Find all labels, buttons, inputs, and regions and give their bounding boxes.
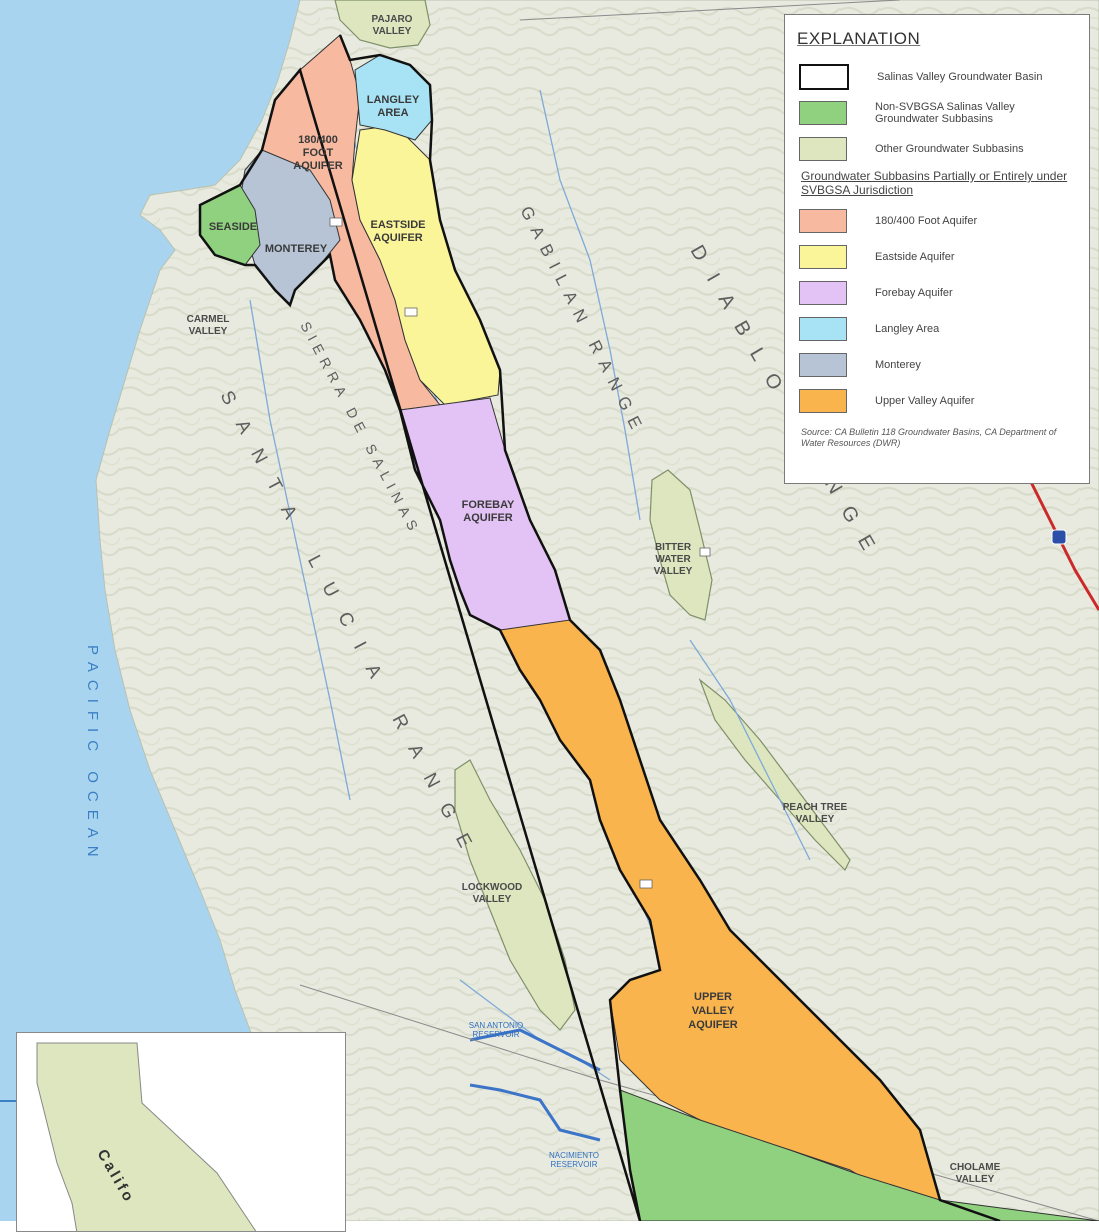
legend-label: Upper Valley Aquifer (875, 395, 975, 407)
lockwood-basin (454, 759, 576, 1031)
label-180-3: AQUIFER (293, 160, 343, 172)
legend-label: Monterey (875, 359, 921, 371)
pajaro-valley-basin (334, 0, 431, 49)
label-180-1: 180/400 (298, 134, 338, 146)
legend-item: Monterey (795, 347, 1079, 383)
legend-label: 180/400 Foot Aquifer (875, 215, 978, 227)
legend-label: Other Groundwater Subbasins (875, 143, 1024, 155)
legend-item: 180/400 Foot Aquifer (795, 203, 1079, 239)
legend-item: Eastside Aquifer (795, 239, 1079, 275)
legend-swatch-180-400 (799, 209, 847, 233)
legend-swatch-other (799, 137, 847, 161)
legend-item: Langley Area (795, 311, 1079, 347)
label-cholame-2: VALLEY (956, 1174, 995, 1185)
legend-swatch-upper-valley (799, 389, 847, 413)
legend-source: Source: CA Bulletin 118 Groundwater Basi… (801, 427, 1057, 448)
label-seaside: SEASIDE (209, 221, 257, 233)
label-180-2: FOOT (303, 147, 334, 159)
legend-item: Forebay Aquifer (795, 275, 1079, 311)
label-upper-2: VALLEY (692, 1005, 735, 1017)
legend-swatch-eastside (799, 245, 847, 269)
legend-label: Non-SVBGSA Salinas Valley Groundwater Su… (875, 101, 1015, 125)
label-bitter-3: VALLEY (654, 566, 693, 577)
label-bitter-1: BITTER (655, 542, 692, 553)
label-eastside-2: AQUIFER (373, 232, 423, 244)
label-pacific-ocean: PACIFIC OCEAN (84, 645, 101, 865)
label-upper-3: AQUIFER (688, 1019, 738, 1031)
label-lockwood-1: LOCKWOOD (462, 882, 523, 893)
label-carmel-2: VALLEY (189, 326, 228, 337)
inset-california-shape (36, 1042, 257, 1231)
label-monterey: MONTEREY (265, 243, 328, 255)
label-bitter-2: WATER (655, 554, 691, 565)
label-nacimiento-2: RESERVOIR (551, 1160, 598, 1169)
label-carmel-1: CARMEL (187, 314, 230, 325)
legend-title: EXPLANATION (797, 29, 921, 48)
legend-swatch-forebay (799, 281, 847, 305)
legend-swatch-monterey (799, 353, 847, 377)
highway-markers (329, 217, 711, 889)
legend-item: Upper Valley Aquifer (795, 383, 1079, 419)
bitter-water-basin (649, 469, 713, 621)
interstate-shield-icon (1051, 529, 1067, 545)
legend-swatch-non-svbgsa (799, 101, 847, 125)
legend-item: Other Groundwater Subbasins (795, 131, 1079, 167)
label-eastside-1: EASTSIDE (370, 219, 425, 231)
legend-swatch-langley (799, 317, 847, 341)
label-san-antonio-1: SAN ANTONIO (469, 1021, 524, 1030)
label-san-antonio-2: RESERVOIR (473, 1030, 520, 1039)
legend-item: Salinas Valley Groundwater Basin (795, 59, 1079, 95)
other-subbasins (334, 0, 851, 1031)
label-pajaro-2: VALLEY (373, 26, 412, 37)
label-lockwood-2: VALLEY (473, 894, 512, 905)
label-forebay-2: AQUIFER (463, 512, 513, 524)
label-upper-1: UPPER (694, 991, 732, 1003)
salinas-valley-basin-outline (198, 34, 1001, 1221)
legend-swatch-basin (799, 64, 849, 90)
label-peach-1: PEACH TREE (783, 802, 848, 813)
label-pajaro-1: PAJARO (372, 14, 413, 25)
label-forebay-1: FOREBAY (462, 499, 515, 511)
map-legend: EXPLANATION Salinas Valley Groundwater B… (784, 14, 1090, 484)
label-peach-2: VALLEY (796, 814, 835, 825)
label-cholame-1: CHOLAME (950, 1162, 1001, 1173)
legend-label: Eastside Aquifer (875, 251, 955, 263)
label-langley-1: LANGLEY (367, 94, 420, 106)
inset-connector-line (0, 1100, 16, 1102)
svbgsa-subbasins (199, 34, 941, 1201)
inset-map: Califo (16, 1032, 346, 1232)
inset-california-svg: Califo (36, 1042, 257, 1231)
san-antonio-reservoir (469, 1028, 601, 1072)
interstate-highway (1023, 469, 1099, 611)
label-langley-2: AREA (377, 107, 408, 119)
nacimiento-reservoir (469, 1083, 601, 1142)
label-nacimiento-1: NACIMIENTO (549, 1151, 599, 1160)
legend-label: Langley Area (875, 323, 940, 335)
peach-tree-basin (698, 678, 851, 872)
legend-label: Forebay Aquifer (875, 287, 953, 299)
legend-label: Salinas Valley Groundwater Basin (877, 71, 1043, 83)
legend-item: Non-SVBGSA Salinas Valley Groundwater Su… (795, 95, 1079, 131)
legend-subtitle: Groundwater Subbasins Partially or Entir… (801, 169, 1068, 197)
